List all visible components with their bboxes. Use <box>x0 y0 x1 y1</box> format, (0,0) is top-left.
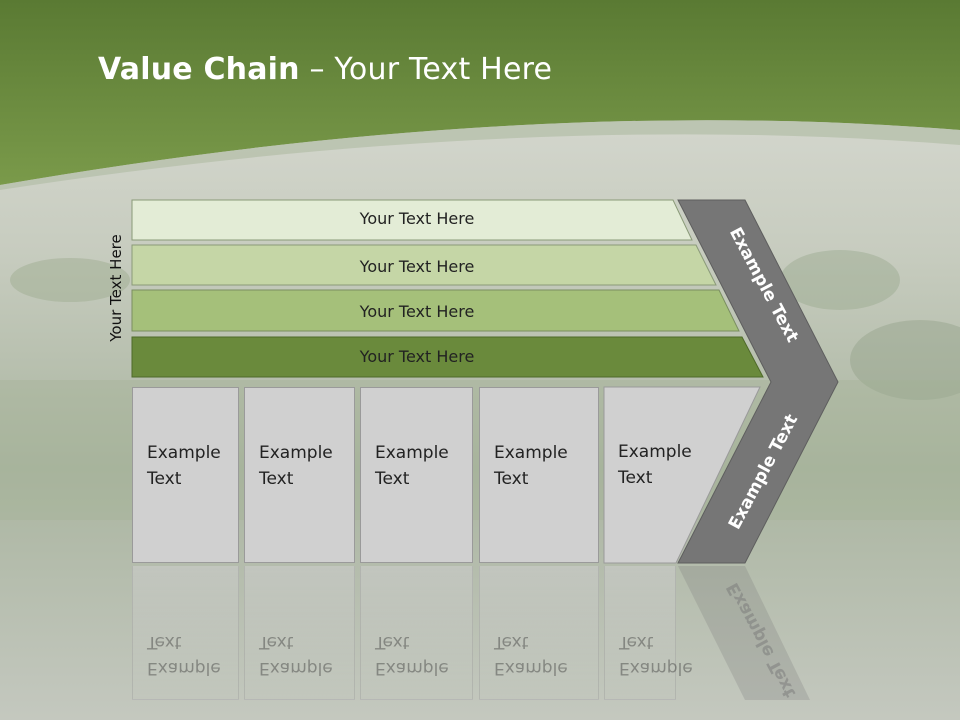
card-3-refl-line1: Example <box>375 658 449 678</box>
card-2-refl-line2: Text <box>259 632 294 652</box>
card-5-line1: Example <box>618 442 692 462</box>
card-2-reflection-text: Example Text <box>259 629 333 681</box>
chevron-shape <box>677 199 839 564</box>
card-2-line2: Text <box>259 469 294 489</box>
bar-2 <box>131 244 717 286</box>
bar-1 <box>131 199 693 241</box>
bar-1-label: Your Text Here <box>359 209 475 228</box>
slide-title: Value Chain – Your Text Here <box>98 52 552 87</box>
card-2-reflection: Example Text <box>244 566 355 700</box>
card-1-refl-line1: Example <box>147 658 221 678</box>
title-bold: Value Chain <box>98 52 300 87</box>
card-4-reflection: Example Text <box>479 566 599 700</box>
bar-3 <box>131 289 740 332</box>
card-1-line1: Example <box>147 443 221 463</box>
card-4-refl-line1: Example <box>494 658 568 678</box>
card-5-reflection: Example Text <box>604 566 693 700</box>
card-4-reflection-text: Example Text <box>494 629 568 681</box>
card-5 <box>603 386 761 564</box>
card-3-reflection-text: Example Text <box>375 629 449 681</box>
card-1-reflection-text: Example Text <box>147 629 221 681</box>
card-1-refl-line2: Text <box>147 632 182 652</box>
bar-3-label: Your Text Here <box>359 302 475 321</box>
card-3-line1: Example <box>375 443 449 463</box>
card-1-line2: Text <box>147 469 182 489</box>
card-5-reflection-text: Example Text <box>619 629 693 681</box>
card-5-refl-line2: Text <box>619 632 654 652</box>
card-4-line1: Example <box>494 443 568 463</box>
title-rest: – Your Text Here <box>299 52 553 87</box>
card-3-reflection: Example Text <box>360 566 473 700</box>
card-3-line2: Text <box>375 469 410 489</box>
bar-2-label: Your Text Here <box>359 257 475 276</box>
chevron-reflection <box>678 566 810 700</box>
bar-4-label: Your Text Here <box>359 347 475 366</box>
card-5-line2: Text <box>618 468 653 488</box>
card-5-refl-line1: Example <box>619 658 693 678</box>
card-2-refl-line1: Example <box>259 658 333 678</box>
bar-4 <box>131 336 764 378</box>
card-3-refl-line2: Text <box>375 632 410 652</box>
card-4-line2: Text <box>494 469 529 489</box>
card-1-reflection: Example Text <box>132 566 239 700</box>
card-4-refl-line2: Text <box>494 632 529 652</box>
card-2-line1: Example <box>259 443 333 463</box>
